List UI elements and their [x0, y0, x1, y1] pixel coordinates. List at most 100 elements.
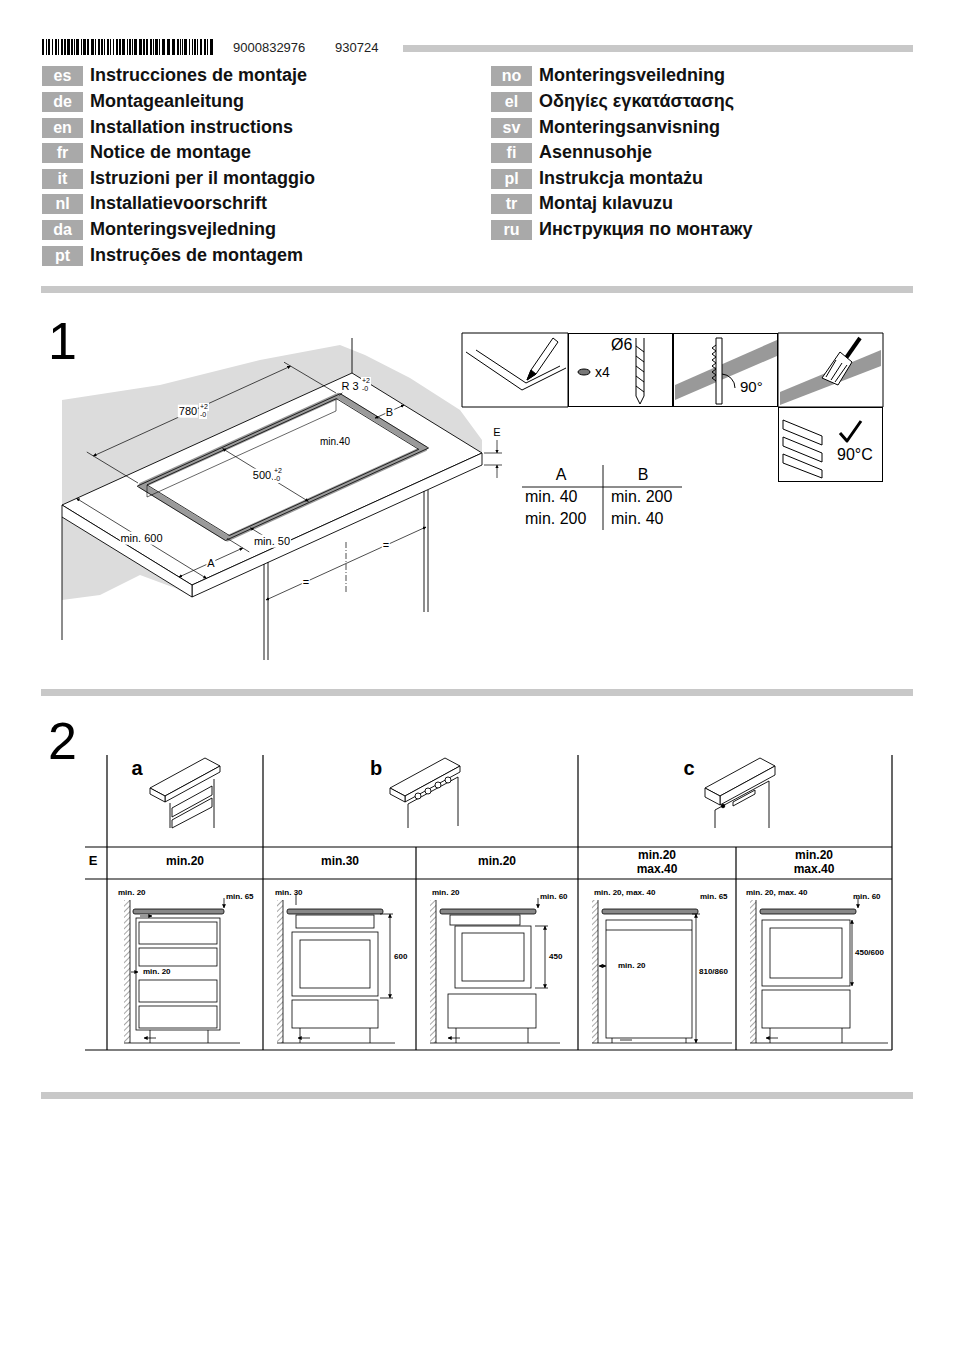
installation-figure-part [298, 1038, 310, 1039]
installation-figure-part [370, 1028, 371, 1043]
barcode-part [194, 39, 196, 55]
thumbnail-dishwasher-part [721, 804, 725, 808]
dimension: 810/860 [699, 967, 728, 976]
dimension: 780 [178, 405, 198, 418]
installation-figure-part [462, 933, 524, 981]
language-tag: plInstrukcja montażu [491, 169, 532, 189]
language-code: it [42, 169, 83, 189]
installation-figure-part [762, 990, 850, 1028]
thumbnail-dishwasher-part [720, 766, 775, 805]
installation-figure-part [528, 1028, 529, 1043]
thumbnail-oven-part [435, 782, 441, 788]
dimension: min. 20 [118, 888, 146, 897]
thumbnail-oven-part [405, 766, 460, 802]
gray-rule-part [41, 1092, 913, 1099]
dimension: min. 20 [142, 967, 172, 976]
document-title: Instruções de montagem [90, 245, 303, 266]
language-tag: nlInstallatievoorschrift [42, 194, 83, 214]
installation-figure-part [300, 940, 370, 988]
language-tag: svMonteringsanvisning [491, 118, 532, 138]
installation-figure-part [750, 900, 756, 1043]
barcode-part [67, 39, 70, 55]
installation-figure-part [766, 1038, 778, 1039]
tool-icon-part [826, 360, 847, 382]
table-cell: min. 40 [525, 488, 577, 506]
barcode-part [182, 39, 183, 55]
barcode-number: 9000832976 [233, 41, 305, 56]
installation-figure-part [686, 1038, 687, 1043]
language-code: ru [491, 220, 532, 240]
barcode-part [104, 39, 105, 55]
barcode-part [87, 39, 89, 55]
barcode-part [101, 39, 103, 55]
barcode-part [107, 39, 109, 55]
barcode-part [76, 39, 79, 55]
countertop-illustration-part [62, 505, 192, 597]
table-grid [85, 755, 892, 1050]
installation-figure-part [842, 1028, 843, 1043]
document-title: Installatievoorschrift [90, 193, 267, 214]
variant-letter: b [370, 757, 382, 780]
barcode-part [162, 39, 165, 55]
installation-figure-part [450, 915, 520, 925]
installation-figure-part [598, 900, 599, 1043]
document-title: Montageanleitung [90, 91, 244, 112]
dimension-table [522, 465, 682, 530]
installation-figure-part [430, 1043, 560, 1044]
barcode-part [146, 39, 148, 55]
document-title: Instrucciones de montaje [90, 65, 307, 86]
table-grid-part [577, 755, 578, 1050]
tolerance: +2 [361, 377, 371, 385]
countertop-illustration-part [428, 490, 429, 612]
hole-count: x4 [595, 364, 610, 380]
table-grid-part [735, 847, 736, 1050]
tool-icon-part [675, 340, 777, 400]
dimension: min. 65 [700, 892, 728, 901]
tool-icon-part [840, 421, 861, 441]
installation-figure-part [612, 1038, 613, 1043]
language-tag: trMontaj kılavuzu [491, 194, 532, 214]
language-code: pt [42, 246, 83, 266]
countertop-illustration-part [147, 399, 336, 497]
barcode-part [83, 39, 86, 55]
dimension-line-part [497, 440, 498, 453]
document-title: Installation instructions [90, 117, 293, 138]
installation-figure-part [750, 1043, 888, 1044]
dimension: min. 65 [226, 892, 254, 901]
tolerance: -0 [199, 411, 207, 419]
tool-panel: 90° [673, 333, 778, 407]
language-code: da [42, 220, 83, 240]
installation-figure-part [124, 900, 130, 1043]
language-code: tr [491, 194, 532, 214]
tool-panel: 90°C [778, 407, 883, 482]
barcode-part [153, 39, 154, 55]
dimension-line-part [284, 362, 336, 393]
installation-figure-part [696, 914, 697, 1043]
tolerance: +2 [273, 467, 283, 475]
row-label: E [89, 854, 98, 869]
tool-icon [462, 333, 883, 478]
installation-figure-part [130, 900, 131, 1043]
thumbnail-drawers-part [150, 788, 165, 802]
installation-figure-part [133, 909, 224, 914]
installation-figure-part [620, 1040, 632, 1041]
barcode-part [127, 39, 128, 55]
thumbnail-oven-part [390, 758, 460, 796]
table-cell: min. 200 [525, 510, 586, 528]
table-header: A [556, 466, 567, 484]
barcode-part [192, 39, 193, 55]
table-cell: min.20 [166, 855, 204, 869]
language-code: de [42, 92, 83, 112]
table-grid-part [891, 755, 892, 1050]
barcode-part [113, 39, 114, 55]
barcode-part [129, 39, 131, 55]
countertop-illustration-part [137, 394, 428, 541]
gray-rule [41, 45, 913, 1099]
installation-figure-part [538, 898, 539, 908]
installation-figure-part [390, 914, 391, 998]
barcode-part [58, 39, 59, 55]
tool-icon-part [636, 346, 644, 392]
installation-figure-part [770, 928, 842, 978]
document-title: Montaj kılavuzu [539, 193, 673, 214]
installation-figure [277, 895, 395, 1043]
